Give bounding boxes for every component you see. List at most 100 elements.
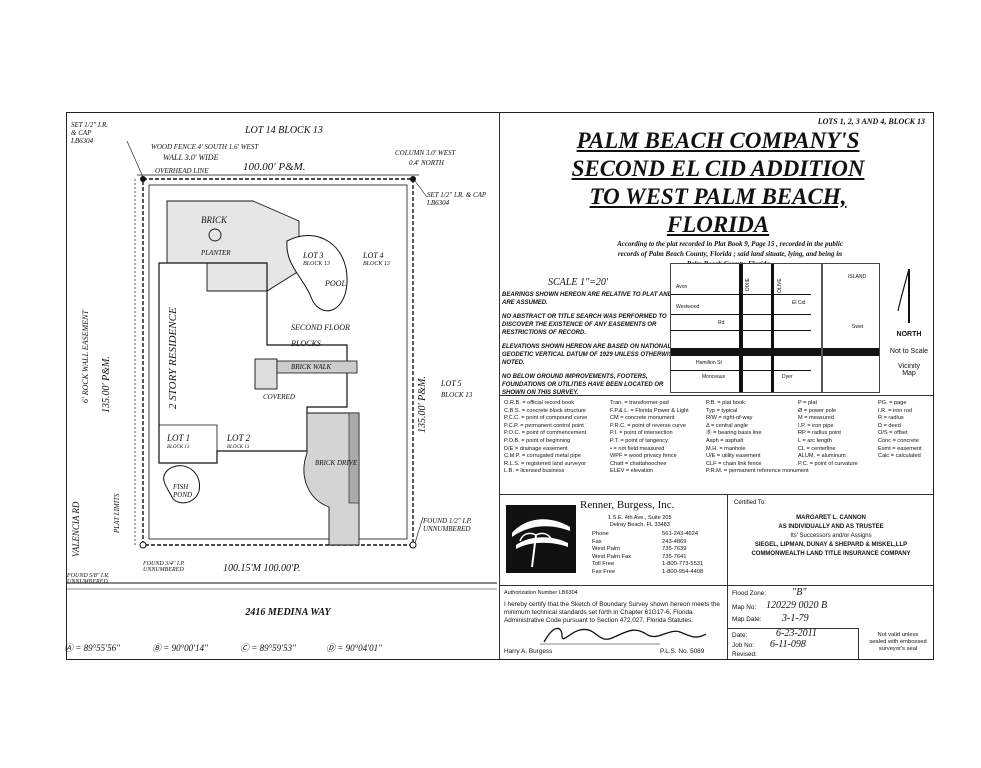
lot5-label: LOT 5 bbox=[441, 379, 462, 388]
date-label: Date: bbox=[732, 632, 748, 639]
certified-line: Its' Successors and/or Assigns bbox=[790, 533, 872, 539]
covered-label: COVERED bbox=[263, 393, 295, 401]
info-divider bbox=[728, 628, 858, 629]
legend-entry: PG. = page bbox=[878, 400, 907, 406]
map-road bbox=[671, 294, 811, 295]
info-divider-vertical bbox=[858, 628, 859, 660]
legend-entry: ELEV = elevation bbox=[610, 468, 654, 475]
leader-line bbox=[414, 516, 424, 544]
revised-label: Revised: bbox=[732, 651, 757, 658]
wood-fence-label: WOOD FENCE 4' SOUTH 1.6' WEST bbox=[151, 143, 259, 151]
contact-value: 243-4869 bbox=[662, 538, 687, 545]
map-label-avon: Avon bbox=[675, 284, 689, 290]
firm-block: Renner, Burgess, Inc. 1 S.E. 4th Ave., S… bbox=[500, 495, 728, 585]
angle-b: Ⓑ = 90°00'14" bbox=[152, 643, 208, 653]
legend-entry: P.O.C. = point of commencement bbox=[504, 430, 587, 437]
map-info-block: Flood Zone: "B" Map No: 120229 0020 B Ma… bbox=[728, 585, 934, 660]
legend-entry: P.R.M. = permanent reference monument bbox=[706, 468, 809, 475]
property-boundary bbox=[142, 178, 414, 546]
authorization-number: Authorization Number LB6304 bbox=[504, 590, 578, 596]
certified-line: COMMONWEALTH LAND TITLE INSURANCE COMPAN… bbox=[751, 551, 911, 557]
title-line-1: PALM BEACH COMPANY'S bbox=[576, 128, 860, 153]
street-name: 2416 MEDINA WAY bbox=[245, 607, 331, 618]
legend-entry: Conc = concrete bbox=[878, 437, 919, 444]
survey-sheet: WOOD FENCE 4' SOUTH 1.6' WEST WALL 3.0' … bbox=[66, 112, 934, 660]
wall-label: WALL 3.0' WIDE bbox=[163, 153, 219, 162]
surveyor-license: P.L.S. No. 5089 bbox=[660, 648, 705, 655]
certified-label: Certified To: bbox=[734, 500, 766, 506]
plat-note-line: records of Palm Beach County, Florida ; … bbox=[617, 250, 843, 258]
legend-column-4: P = plat Ø = power pole M = measured I.P… bbox=[798, 400, 858, 468]
vicinity-map: DIXIE OLIVE El Cid Hamilton St Avon West… bbox=[670, 263, 880, 393]
contact-value: 735-7641 bbox=[662, 553, 687, 560]
legend-entry: P.I. = point of intersection bbox=[610, 430, 673, 437]
contact-value: 1-800-773-5531 bbox=[662, 561, 704, 568]
corner-marker bbox=[409, 541, 417, 549]
surveyor-signature bbox=[540, 627, 707, 645]
not-to-scale-label: Not to Scale bbox=[889, 348, 929, 355]
legend-entry: Chatt = chattahoochee bbox=[610, 460, 667, 467]
seal-note-line: Not valid unless bbox=[877, 632, 919, 638]
valencia-road-label: VALENCIA RD bbox=[71, 501, 81, 557]
lot2-block-label: BLOCK 13 bbox=[227, 445, 250, 450]
map-road-olive bbox=[771, 264, 774, 392]
certified-line: MARGARET L. CANNON bbox=[796, 515, 866, 521]
legend-entry: D/E = drainage easement bbox=[504, 445, 568, 452]
legend-entry: Ø = power pole bbox=[798, 407, 837, 414]
north-arrow-icon bbox=[897, 268, 910, 323]
map-road bbox=[671, 370, 811, 371]
legend-entry: P = plat bbox=[798, 400, 818, 406]
map-label-westwood: Westwood bbox=[675, 304, 701, 310]
legend-entry: CLF = chain link fence bbox=[706, 460, 762, 467]
title-line-4: FLORIDA bbox=[666, 212, 770, 237]
map-label-hamilton: Hamilton St bbox=[695, 360, 723, 366]
lot3-label: LOT 3 bbox=[303, 251, 324, 260]
map-no-value: 120229 0020 B bbox=[766, 600, 828, 611]
note-bearings: BEARINGS SHOWN HEREON ARE RELATIVE TO PL… bbox=[502, 292, 672, 306]
lots-line: LOTS 1, 2, 3 AND 4, BLOCK 13 bbox=[817, 117, 925, 126]
legend-entry: L = arc length bbox=[798, 437, 832, 444]
wall-line bbox=[148, 184, 408, 540]
legend-entry: ALUM. = aluminum bbox=[798, 453, 846, 460]
map-road-horizontal bbox=[671, 348, 879, 356]
lot3-block-label: BLOCK 13 bbox=[303, 261, 330, 267]
north-label: NORTH bbox=[896, 331, 922, 338]
title-line-2: SECOND EL CID ADDITION bbox=[571, 156, 865, 181]
brick-label: BRICK bbox=[201, 215, 227, 225]
found-ip-label: FOUND 1/2" I.P. UNNUMBERED bbox=[423, 517, 472, 533]
map-label-dyer: Dyer bbox=[781, 374, 794, 380]
bottom-dimension: 100.15'M 100.00'P. bbox=[223, 563, 301, 574]
fish-pond-shape bbox=[163, 465, 201, 504]
map-label-monceaux: Monceaux bbox=[701, 374, 727, 380]
legend-entry: I.R. = iron rod bbox=[878, 407, 913, 414]
found-ir-label: FOUND 5/8" I.R. UNNUMBERED bbox=[67, 573, 110, 585]
legend-entry: WPF = wood privacy fence bbox=[610, 453, 677, 460]
lot1-outline bbox=[158, 424, 218, 464]
legend-entry: Typ = typical bbox=[706, 407, 738, 414]
found-ip-bottom-label: FOUND 3/4" I.P. UNNUMBERED bbox=[143, 561, 185, 573]
legend-column-2: Tran. = transformer pad F.P.& L. = Flori… bbox=[610, 400, 689, 476]
map-label-swet: Swet bbox=[851, 324, 865, 330]
legend-entry: Tran. = transformer pad bbox=[610, 400, 669, 406]
brick-walk bbox=[276, 360, 358, 374]
flood-zone-value: "B" bbox=[792, 587, 807, 598]
map-label-rd: Rd bbox=[717, 320, 726, 326]
lot1-label: LOT 1 bbox=[167, 433, 191, 443]
seal-note-line: sealed with embossed bbox=[869, 639, 927, 645]
survey-notes: BEARINGS SHOWN HEREON ARE RELATIVE TO PL… bbox=[502, 291, 682, 403]
legend-entry: C.B.S. = concrete block structure bbox=[504, 407, 586, 414]
legend-entry: R = radius bbox=[878, 415, 904, 422]
legend-entry: P.C. = point of curvature bbox=[798, 460, 858, 467]
note-elevations: ELEVATIONS SHOWN HEREON ARE BASED ON NAT… bbox=[502, 344, 677, 366]
firm-address-line: Delray Beach, FL 33483 bbox=[609, 522, 670, 528]
title-block: LOTS 1, 2, 3 AND 4, BLOCK 13 PALM BEACH … bbox=[499, 113, 934, 660]
legend-entry: I.P. = iron pipe bbox=[798, 422, 834, 429]
set-cap-right-label: SET 1/2" I.R. & CAP LB6304 bbox=[427, 191, 487, 207]
left-dimension: 135.00' P&M. bbox=[101, 356, 112, 413]
legend-entry: R.L.S. = registered land surveyor bbox=[504, 460, 586, 467]
lot5-block-label: BLOCK 13 bbox=[441, 391, 473, 399]
